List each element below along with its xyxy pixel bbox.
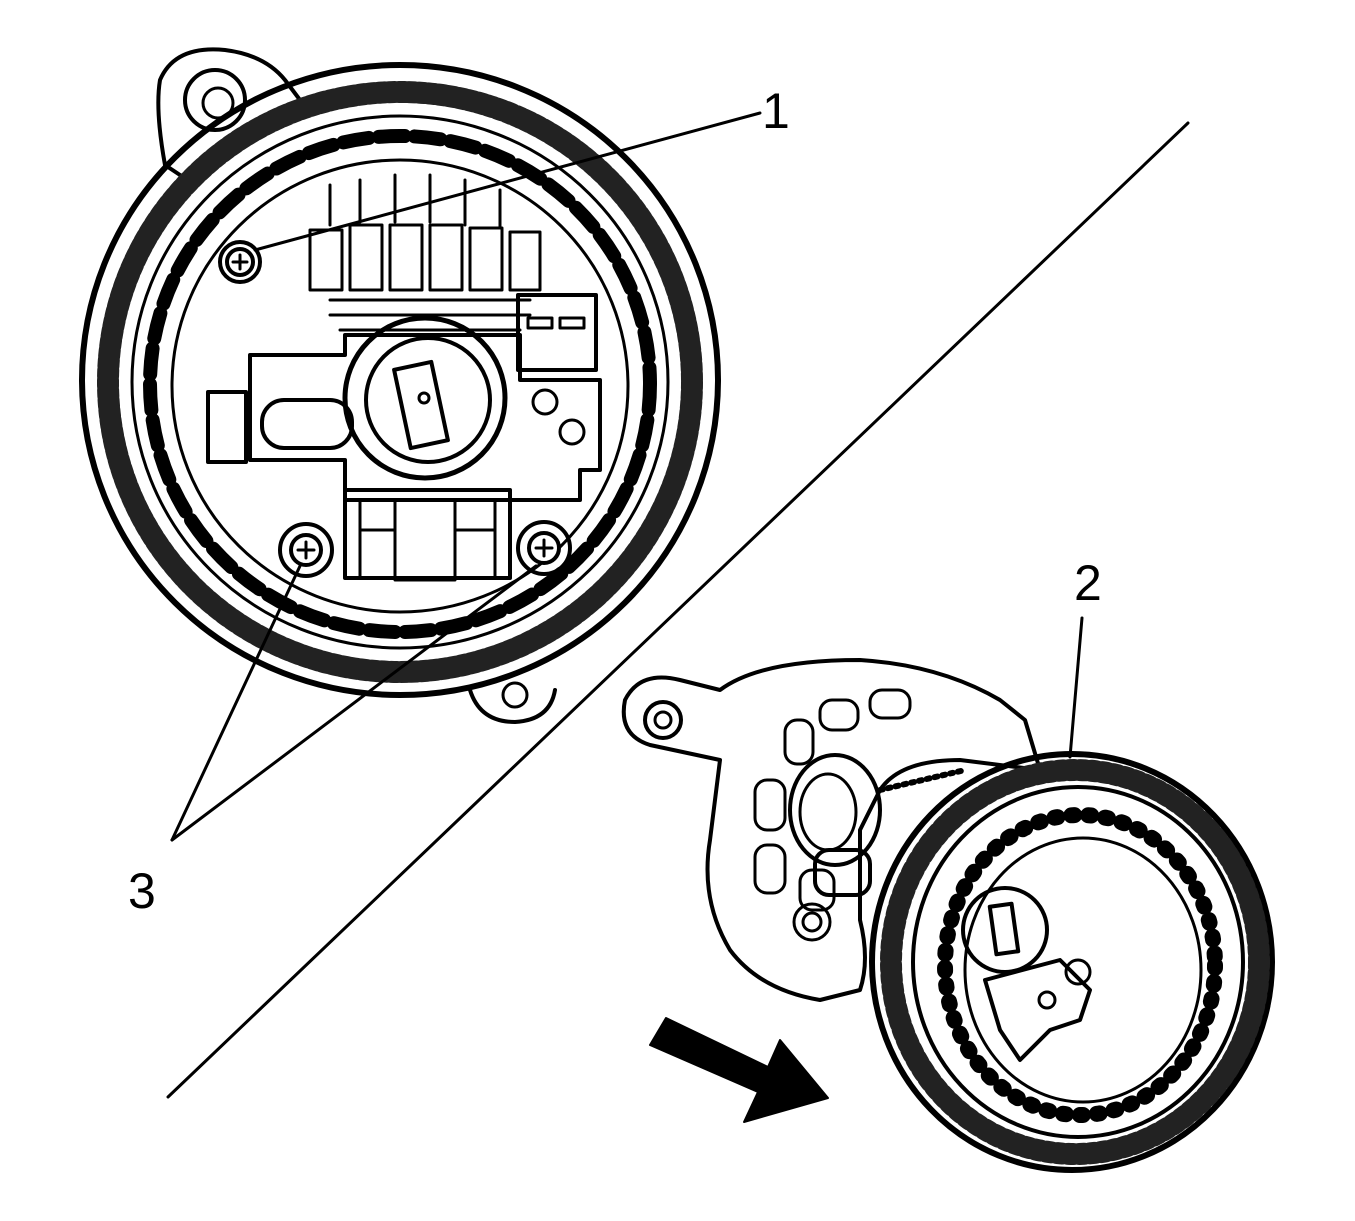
mounting-hole xyxy=(183,68,247,132)
plug-connector xyxy=(516,293,598,372)
regulator-housing xyxy=(248,333,602,502)
alternator-exploded-view xyxy=(621,658,1275,1173)
side-terminal xyxy=(206,390,248,464)
connector-slot xyxy=(260,398,354,450)
stator-teeth xyxy=(143,129,657,639)
terminal-row xyxy=(308,173,542,332)
alternator-rear-view xyxy=(79,47,721,724)
shaft-housing-inner xyxy=(364,336,492,464)
leader-3a xyxy=(170,564,302,842)
stator-assembly-outer xyxy=(869,751,1275,1173)
callout-label-3: 3 xyxy=(128,863,156,919)
callout-label-1: 1 xyxy=(762,83,790,139)
screw-3a xyxy=(278,522,334,578)
stator-inner-edge xyxy=(130,114,670,650)
screw-3b xyxy=(516,520,572,576)
divider-line xyxy=(166,121,1190,1099)
shaft-key xyxy=(392,359,450,451)
stator-assembly-windings xyxy=(937,807,1223,1123)
leader-2 xyxy=(1068,616,1084,759)
leader-1 xyxy=(253,111,762,252)
regulator-through-stator xyxy=(961,886,1092,1062)
stator-assembly-bore xyxy=(963,836,1203,1104)
stator-assembly-laminations xyxy=(880,759,1270,1165)
mounting-ear xyxy=(156,47,302,187)
stator-assembly-inner-edge xyxy=(911,785,1245,1139)
vent-hole-2 xyxy=(558,418,586,446)
rotor-fins xyxy=(877,767,968,793)
stator-outer-ring xyxy=(79,62,721,698)
bottom-lug xyxy=(468,688,557,724)
brush-holder xyxy=(343,488,512,580)
leader-3b xyxy=(170,564,538,842)
bottom-lug-hole xyxy=(501,681,529,709)
stator-winding-ring xyxy=(97,81,703,683)
frame-vents xyxy=(753,688,912,942)
frame-ear-hole xyxy=(643,700,683,740)
rotor-shaft xyxy=(813,848,872,897)
end-frame-edge xyxy=(170,158,630,614)
direction-arrow xyxy=(649,1017,829,1123)
shaft-housing-outer xyxy=(342,315,508,481)
callout-leaders xyxy=(170,111,1084,842)
end-frame-housing xyxy=(621,658,1042,1002)
callout-label-2: 2 xyxy=(1074,555,1102,611)
rotor-body xyxy=(788,753,882,867)
screw-1 xyxy=(218,240,262,284)
vent-hole-1 xyxy=(531,388,559,416)
